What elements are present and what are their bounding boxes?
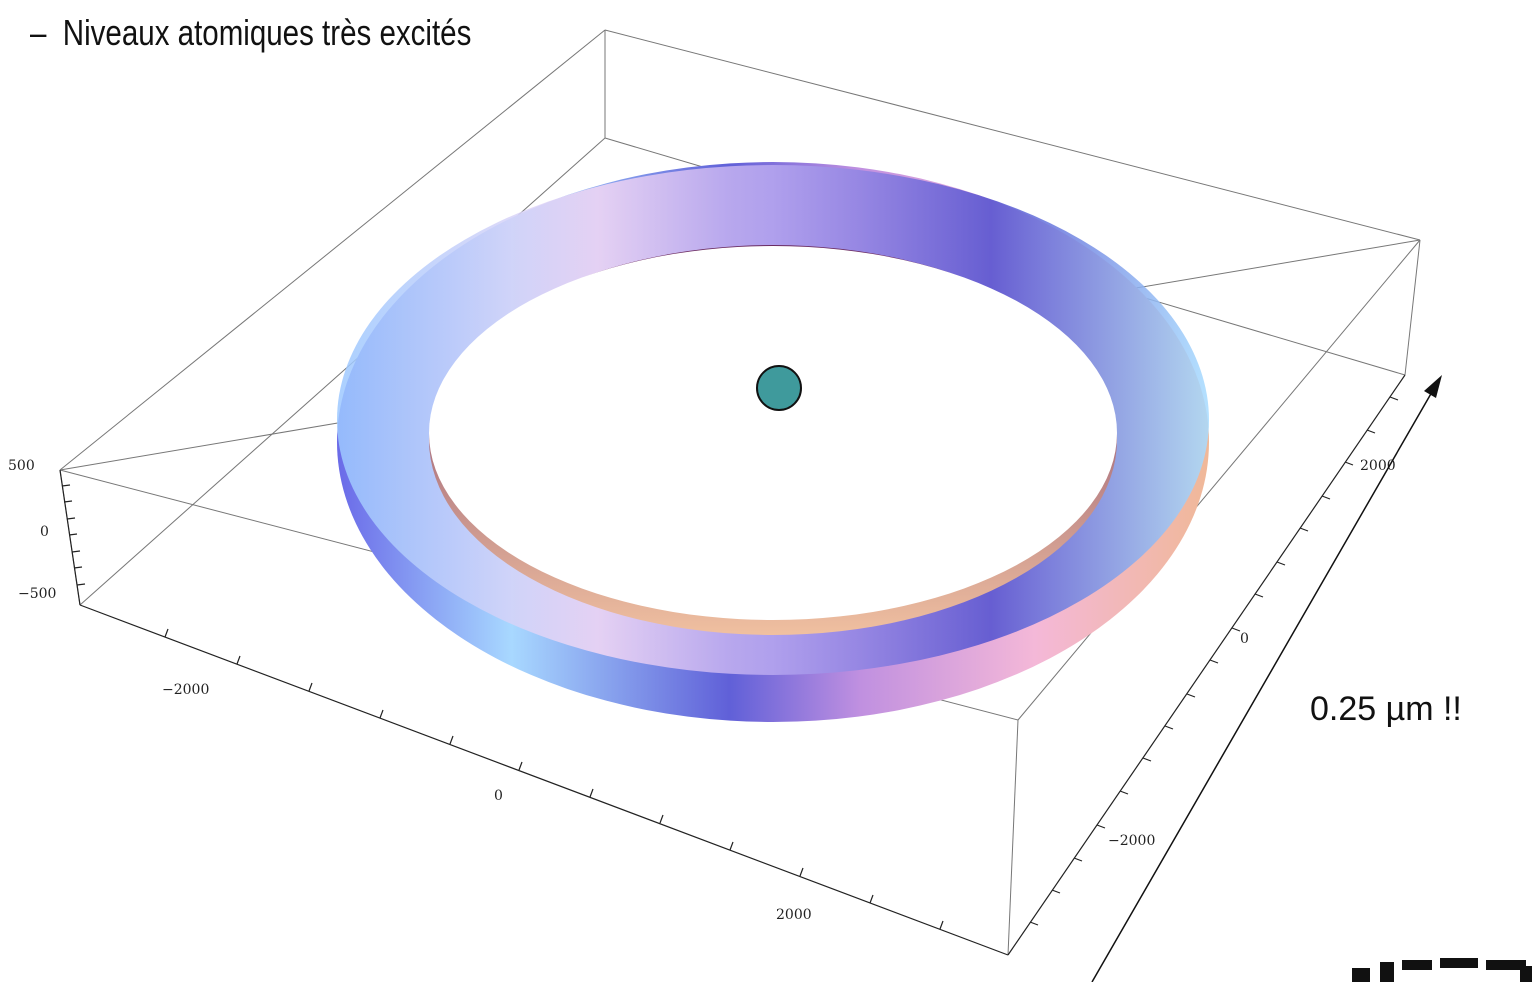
z-tick-label: 500 bbox=[8, 458, 35, 474]
bullet-dash: – bbox=[30, 12, 47, 53]
y-tick-label: −2000 bbox=[1108, 833, 1155, 849]
scale-label: 0.25 µm !! bbox=[1310, 690, 1462, 728]
x-tick-label: 2000 bbox=[776, 907, 812, 923]
scale-arrow bbox=[1091, 375, 1442, 982]
bullet-item: – Niveaux atomiques très excités bbox=[30, 8, 471, 58]
z-tick-label: 0 bbox=[40, 524, 49, 540]
y-tick-label: 0 bbox=[1240, 631, 1249, 647]
x-tick-label: −2000 bbox=[162, 682, 209, 698]
axis-ticks bbox=[61, 396, 1399, 930]
y-tick-label: 2000 bbox=[1360, 458, 1396, 474]
logo-fragment bbox=[1352, 958, 1532, 982]
bullet-text: Niveaux atomiques très excités bbox=[62, 12, 472, 53]
nucleus-dot bbox=[756, 365, 802, 411]
z-tick-label: −500 bbox=[18, 586, 56, 602]
torus-ring bbox=[337, 162, 1209, 722]
x-tick-label: 0 bbox=[494, 788, 503, 804]
